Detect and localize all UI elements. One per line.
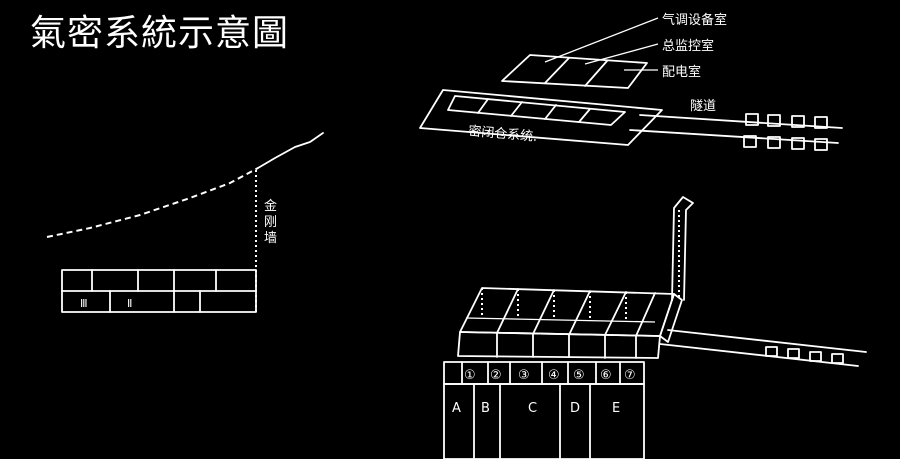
tunnel-top [639, 114, 843, 129]
room-marker-2: Ⅱ [127, 297, 132, 310]
label-sealed-system: 密闭仓系统. [468, 123, 538, 145]
lower-tunnel-bottom [659, 343, 859, 367]
letter-e: E [612, 401, 620, 416]
isometric-view: ① ② ③ ④ ⑤ ⑥ ⑦ A B C D E [443, 196, 867, 459]
block-top [459, 287, 675, 337]
num-6: ⑥ [600, 368, 612, 383]
vajra-wall-label: 金刚墙 [264, 198, 277, 246]
letter-c: C [528, 401, 537, 416]
lower-tunnel-cars [765, 346, 844, 364]
num-1: ① [464, 368, 476, 383]
room-marker-3: Ⅲ [80, 297, 88, 310]
letter-b: B [481, 401, 490, 416]
label-air-equipment-room: 气调设备室 [662, 12, 727, 28]
letter-strip [443, 383, 645, 459]
tunnel-bottom [629, 129, 839, 144]
num-4: ④ [548, 368, 560, 383]
num-2: ② [490, 368, 502, 383]
plan-view: 气调设备室 总监控室 配电室 密闭仓系统. 隧道 [419, 12, 843, 151]
num-7: ⑦ [624, 368, 636, 383]
letter-d: D [570, 401, 580, 416]
letter-a: A [452, 401, 461, 416]
side-profile: 金刚墙 Ⅲ Ⅱ [46, 132, 324, 313]
air-shaft [671, 196, 694, 301]
num-5: ⑤ [573, 368, 585, 383]
label-tunnel: 隧道 [690, 98, 716, 114]
num-3: ③ [518, 368, 530, 383]
block-front [457, 331, 661, 359]
lower-tunnel-top [667, 329, 867, 353]
label-monitor-room: 总监控室 [662, 38, 714, 54]
page-title: 氣密系統示意圖 [30, 13, 290, 54]
tunnel-cars [743, 113, 828, 151]
sealed-chamber-slab [419, 89, 663, 146]
control-rooms [501, 54, 648, 89]
vajra-wall-label-text: 金刚墙 [264, 198, 277, 246]
label-power-room: 配电室 [662, 64, 701, 80]
ground-line-solid [257, 132, 324, 169]
ground-line-dashed [46, 167, 259, 238]
